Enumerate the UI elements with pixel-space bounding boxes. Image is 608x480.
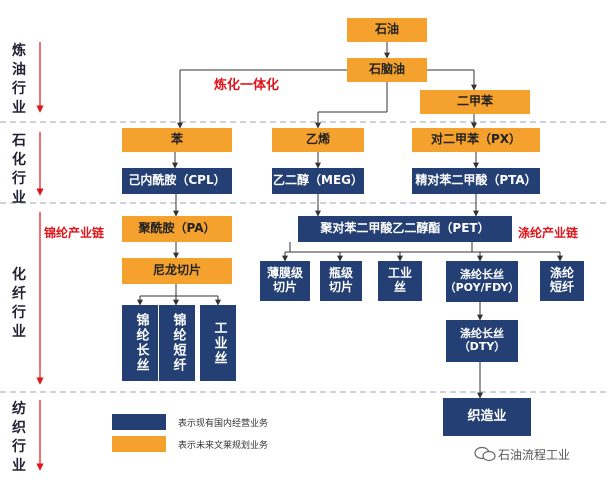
node-pet-industrial-yarn: 工业 丝 [378,261,422,301]
node-benzene: 苯 [122,128,232,152]
node-pet: 聚对苯二甲酸乙二醇酯（PET） [298,216,512,242]
node-nylon-filament: 锦纶长丝 [122,305,158,381]
integration-tag: 炼化一体化 [214,78,280,93]
node-nylon-industrial-yarn: 工业丝 [200,305,236,381]
node-xylene: 二甲苯 [420,90,530,114]
node-polyester-staple: 涤纶 短纤 [540,261,584,301]
legend-existing-label: 表示现有国内经营业务 [178,419,269,429]
node-film-grade-chip: 薄膜级 切片 [260,261,310,301]
legend-existing-swatch [112,414,166,430]
sector-textile-label: 纺 织 行 业 [12,401,26,474]
node-poy-fdy: 涤纶长丝 （POY/FDY） [445,261,519,302]
sector-petrochem-label: 石 化 行 业 [12,133,26,206]
node-nylon-staple: 锦纶短纤 [159,305,195,381]
node-pa: 聚酰胺（PA） [122,216,232,242]
node-meg: 乙二醇（MEG） [272,168,364,194]
watermark-text: 石油流程工业 [498,448,571,462]
polyester-chain-tag: 涤纶产业链 [518,226,579,240]
node-bottle-grade-chip: 瓶级 切片 [320,261,362,301]
node-nylon-chip: 尼龙切片 [122,258,232,284]
sector-fiber-label: 化 纤 行 业 [12,267,26,340]
node-pta: 精对苯二甲酸（PTA） [412,168,540,194]
sector-dividers [0,121,608,393]
legend-planned-swatch [112,436,166,452]
node-crude-oil: 石油 [347,18,427,42]
node-px: 对二甲苯（PX） [412,128,540,152]
nylon-chain-tag: 锦纶产业链 [44,226,105,240]
node-weaving: 织造业 [443,398,531,436]
sector-refining-label: 炼 油 行 业 [12,43,26,116]
legend-planned-label: 表示未来文莱规划业务 [178,441,269,451]
node-naphtha: 石脑油 [347,58,427,82]
node-cpl: 己内酰胺（CPL） [122,168,232,194]
wechat-icon [474,446,496,462]
node-dty: 涤纶长丝 （DTY） [446,320,518,362]
node-ethylene: 乙烯 [272,128,364,152]
